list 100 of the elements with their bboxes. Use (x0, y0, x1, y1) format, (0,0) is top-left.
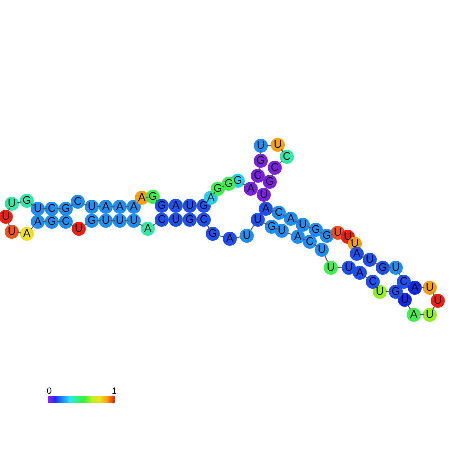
nucleotide-circle: U (315, 243, 329, 257)
scale-tick-label: 1 (112, 387, 118, 396)
nucleotide-circle: U (5, 197, 19, 211)
nucleotide-circle: U (257, 188, 271, 202)
backbone-line (56, 208, 62, 210)
backbone-line (355, 248, 357, 250)
nucleotide-circle: U (271, 138, 285, 152)
nucleotide-circle: U (0, 210, 13, 224)
nucleotide-circle: A (223, 232, 237, 246)
nucleotide-circle: A (99, 200, 113, 214)
backbone-line (156, 200, 159, 203)
nucleotide-circle: G (206, 227, 220, 241)
backbone-line (408, 305, 412, 310)
backbone-line (8, 222, 10, 227)
backbone-line (110, 220, 116, 222)
nucleotide-circle: U (363, 253, 377, 267)
nucleotide-circle: U (5, 225, 19, 239)
nucleotide-circle: A (259, 202, 273, 216)
backbone-line (271, 172, 274, 178)
nucleotide-circle: U (169, 213, 183, 227)
backbone-line (83, 223, 88, 227)
backbone-line (320, 232, 324, 234)
nucleotide-circle: U (342, 261, 356, 275)
backbone-line (17, 202, 22, 204)
nucleotide-circle: C (272, 206, 286, 220)
nucleotide-circle: A (169, 199, 183, 213)
backbone-line (219, 235, 224, 238)
nucleotide-circle: U (99, 214, 113, 228)
backbone-line (331, 234, 334, 236)
backbone-line (408, 284, 412, 286)
backbone-line (138, 224, 144, 226)
backbone-line (42, 208, 48, 210)
nucleotide-circle: G (85, 214, 99, 228)
nucleotide-circle: U (423, 281, 437, 295)
nucleotide-circle: U (296, 218, 310, 232)
nucleotide-circle: G (155, 199, 169, 213)
nucleotide-circle: A (141, 222, 155, 236)
backbone-line (280, 148, 284, 154)
nucleotide-circle: C (280, 150, 294, 164)
backbone-line (70, 204, 74, 207)
backbone-line (96, 220, 102, 222)
backbone-line (270, 210, 275, 212)
backbone-line (17, 232, 22, 234)
nucleotide-circle: G (263, 175, 277, 189)
nucleotide-circle: A (127, 200, 141, 214)
scale-tick-label: 0 (47, 387, 52, 396)
backbone-line (353, 270, 356, 272)
backbone-line (432, 292, 436, 297)
nucleotide-circle: U (431, 294, 445, 308)
backbone-line (222, 186, 225, 188)
nucleotide-circle: G (146, 190, 160, 204)
nucleotide-circle: G (183, 213, 197, 227)
backbone-line (314, 244, 318, 248)
backbone-line (206, 224, 210, 230)
nucleotide-circle: U (373, 285, 387, 299)
nucleotide-circle: C (155, 213, 169, 227)
backbone-line (30, 226, 34, 230)
nucleotide-circle: U (254, 139, 268, 153)
nucleotide-circle: G (211, 182, 225, 196)
nucleotide-circle: U (72, 222, 86, 236)
backbone-line (136, 201, 140, 204)
backbone-line (96, 206, 102, 208)
nucleotide-circle: C (251, 169, 265, 183)
nucleotide-circle: U (113, 214, 127, 228)
backbone-line (124, 220, 130, 222)
nucleotide-circle: C (197, 213, 211, 227)
backbone-line (288, 232, 292, 236)
nucleotide-circle: C (71, 195, 85, 209)
backbone-line (364, 276, 369, 280)
backbone-line (152, 222, 158, 226)
nucleotide-circle: G (59, 202, 73, 216)
backbone-line (374, 262, 379, 266)
backbone-line (110, 206, 116, 208)
nucleotide-circle: A (244, 182, 258, 196)
backbone-line (124, 206, 130, 208)
backbone-line (276, 228, 278, 230)
backbone-line (242, 183, 247, 187)
nucleotide-circle: C (268, 161, 282, 175)
backbone-line (250, 225, 255, 231)
backbone-line (82, 203, 88, 206)
nucleotide-circle: U (240, 229, 254, 243)
backbone-line (258, 166, 260, 171)
nucleotide-circle: A (113, 200, 127, 214)
nucleotide-circle: U (423, 308, 437, 322)
backbone-line (399, 294, 402, 298)
backbone-line (342, 234, 344, 236)
backbone-line (30, 203, 34, 207)
backbone-line (264, 200, 266, 204)
nucleotide-circle: C (366, 275, 380, 289)
nucleotide-circle: A (20, 227, 34, 241)
backbone-line (350, 239, 353, 242)
nucleotide-circle: G (20, 194, 34, 208)
nucleotide-circle: C (45, 202, 59, 216)
nucleotide-circle: G (265, 220, 279, 234)
nucleotide-circle: A (291, 230, 305, 244)
nucleotide-circle: A (350, 247, 364, 261)
nucleotide-circle: A (31, 215, 45, 229)
nucleotide-circle: A (407, 308, 421, 322)
nucleotide-circle: G (45, 215, 59, 229)
backbone-line (420, 314, 424, 316)
